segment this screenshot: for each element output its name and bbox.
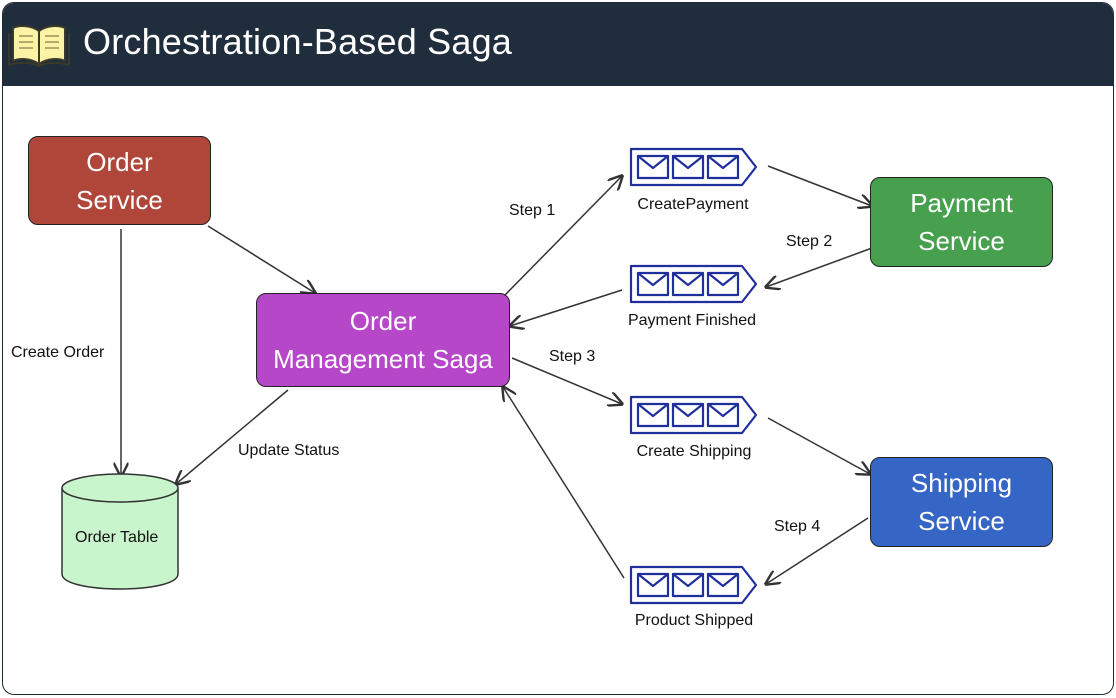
header-bar: Orchestration-Based Saga <box>3 3 1113 86</box>
order-table-label: Order Table <box>75 529 159 546</box>
arrow-shipping-to-productshipped <box>766 517 869 584</box>
saga-line1: Order <box>349 306 417 336</box>
order-service-line1: Order <box>86 146 153 177</box>
edge-label-step4: Step 4 <box>774 518 821 535</box>
arrow-createpayment-to-payment <box>767 165 872 206</box>
shipping-service-line1: Shipping <box>910 468 1013 498</box>
queue-label-payment-finished: Payment Finished <box>627 312 757 329</box>
open-book-icon <box>8 25 70 67</box>
edge-label-step1: Step 1 <box>509 202 556 219</box>
arrow-productshipped-to-saga <box>503 387 625 579</box>
edge-label-update-status: Update Status <box>238 442 340 459</box>
payment-service-line2: Service <box>918 226 1005 256</box>
queue-label-createpayment: CreatePayment <box>637 196 749 213</box>
message-queue-icon <box>629 565 758 605</box>
edge-label-create-order: Create Order <box>11 344 105 361</box>
message-queue-icon <box>629 395 758 435</box>
arrow-paymentfinished-to-saga <box>510 289 623 326</box>
arrow-saga-to-table <box>176 389 289 484</box>
payment-service-line1: Payment <box>910 188 1013 218</box>
arrow-saga-to-createshipping <box>511 357 622 404</box>
arrow-saga-to-createpayment <box>504 176 622 296</box>
order-table-cylinder <box>61 473 179 590</box>
arrow-payment-to-paymentfinished <box>766 247 873 287</box>
message-queue-icon <box>629 147 758 187</box>
arrow-order-to-saga <box>207 225 315 293</box>
saga-line2: Management Saga <box>273 344 493 374</box>
page-title: Orchestration-Based Saga <box>83 21 513 62</box>
queue-label-product-shipped: Product Shipped <box>634 612 754 629</box>
edge-label-step2: Step 2 <box>786 233 833 250</box>
queue-label-create-shipping: Create Shipping <box>636 443 752 460</box>
message-queue-icon <box>629 264 758 304</box>
order-service-line2: Service <box>76 184 163 215</box>
shipping-service-line2: Service <box>918 506 1005 536</box>
edge-label-step3: Step 3 <box>549 348 596 365</box>
arrow-createshipping-to-shipping <box>767 417 870 474</box>
